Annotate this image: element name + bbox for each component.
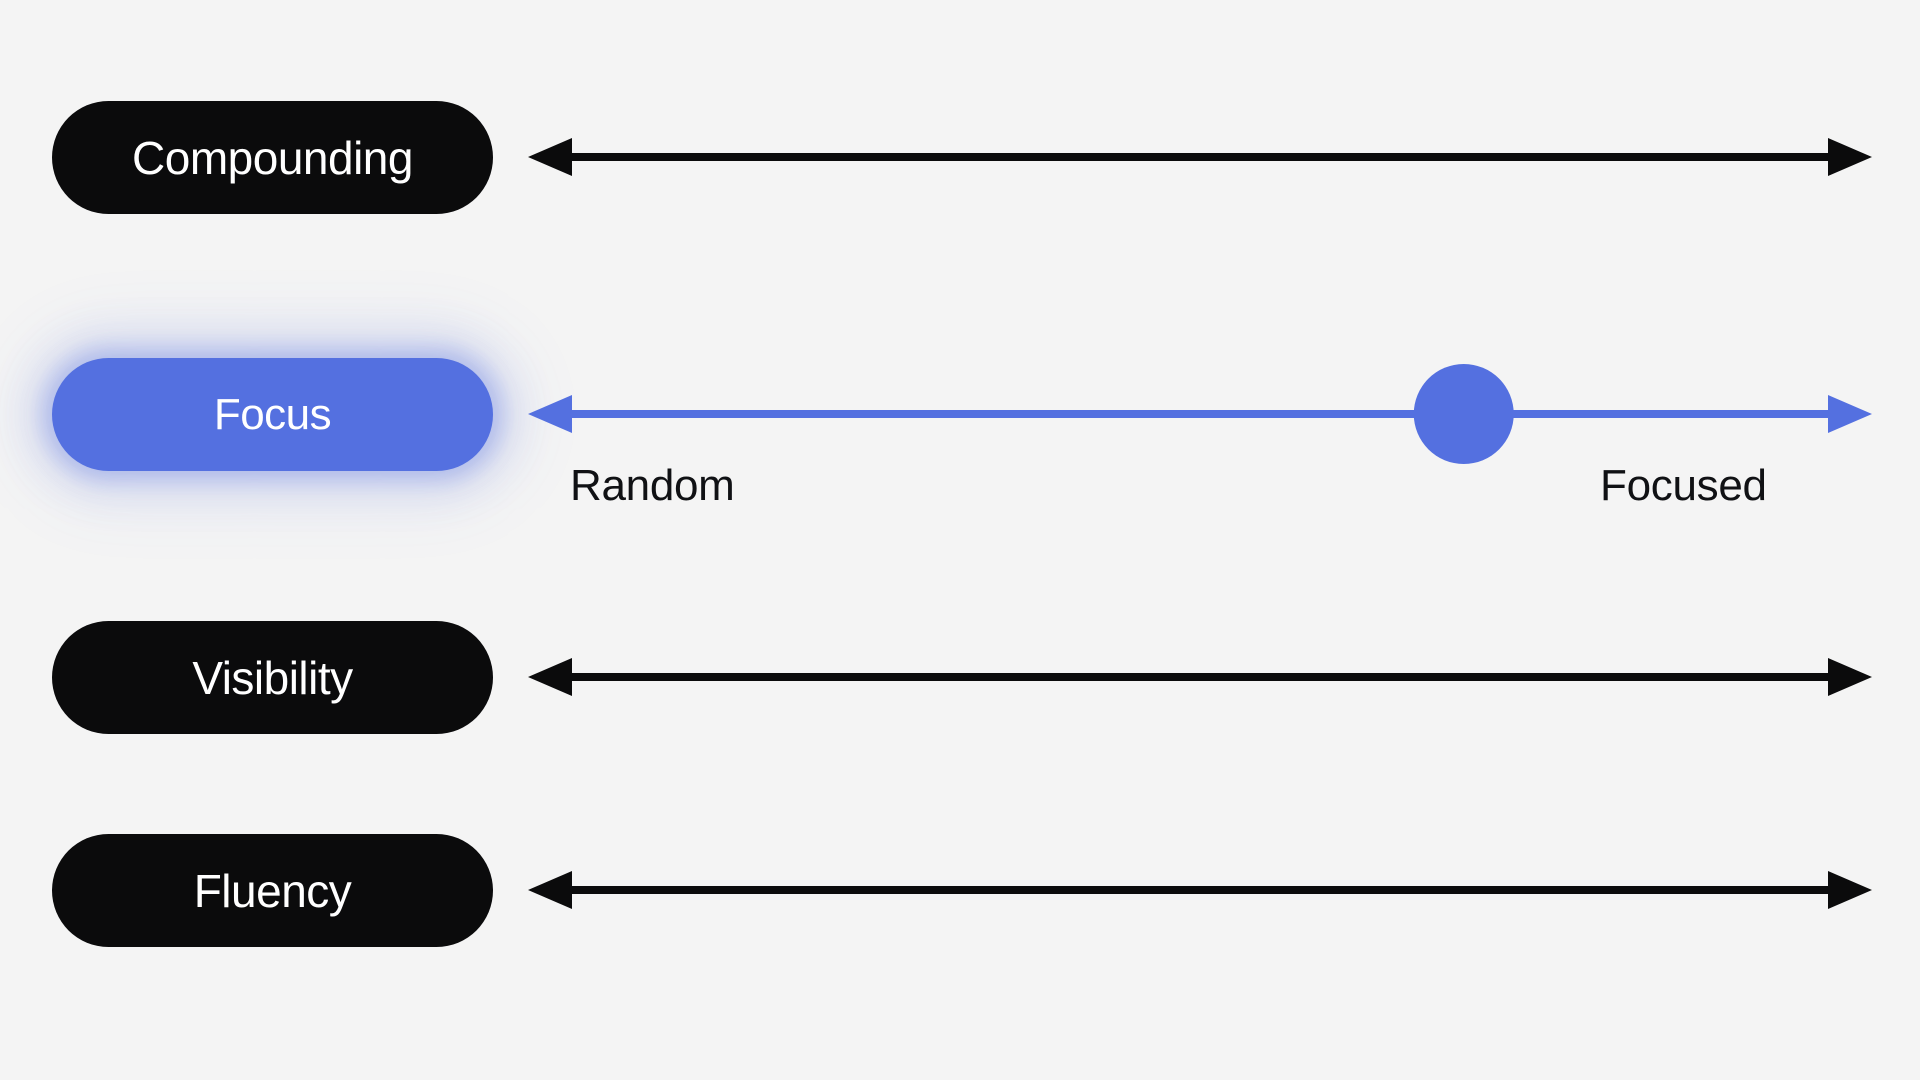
- dimension-axis-visibility[interactable]: [528, 649, 1872, 705]
- dimension-pill-label: Fluency: [193, 864, 352, 917]
- dimension-pill-fluency[interactable]: Fluency: [52, 834, 493, 947]
- dimension-axis-focus[interactable]: [528, 364, 1872, 464]
- axis-marker-dot: [1413, 364, 1514, 464]
- dimension-row-fluency: Fluency: [0, 790, 1920, 990]
- dimension-pill-focus[interactable]: Focus: [52, 358, 493, 471]
- axis-caption-max-focus: Focused: [1600, 461, 1767, 510]
- dimension-axis-fluency[interactable]: [528, 862, 1872, 918]
- dimension-pill-label: Focus: [213, 389, 332, 439]
- axis-arrowhead-left: [528, 138, 572, 176]
- axis-shaft: [572, 886, 1828, 894]
- axis-shaft: [572, 153, 1828, 161]
- dimension-pill-label: Visibility: [192, 651, 353, 704]
- axis-arrowhead-right: [1828, 138, 1872, 176]
- axis-arrowhead-left: [528, 395, 572, 433]
- dimension-row-compounding: Compounding: [0, 57, 1920, 257]
- axis-caption-min-focus: Random: [570, 461, 735, 510]
- dimension-pill-label: Compounding: [132, 131, 413, 184]
- axis-arrowhead-left: [528, 871, 572, 909]
- dimension-row-visibility: Visibility: [0, 577, 1920, 777]
- dimension-pill-visibility[interactable]: Visibility: [52, 621, 493, 734]
- dimension-pill-compounding[interactable]: Compounding: [52, 101, 493, 214]
- axis-shaft: [572, 410, 1828, 418]
- axis-arrowhead-right: [1828, 395, 1872, 433]
- dimension-axis-compounding[interactable]: [528, 129, 1872, 185]
- axis-arrowhead-right: [1828, 658, 1872, 696]
- axis-shaft: [572, 673, 1828, 681]
- axis-arrowhead-right: [1828, 871, 1872, 909]
- axis-arrowhead-left: [528, 658, 572, 696]
